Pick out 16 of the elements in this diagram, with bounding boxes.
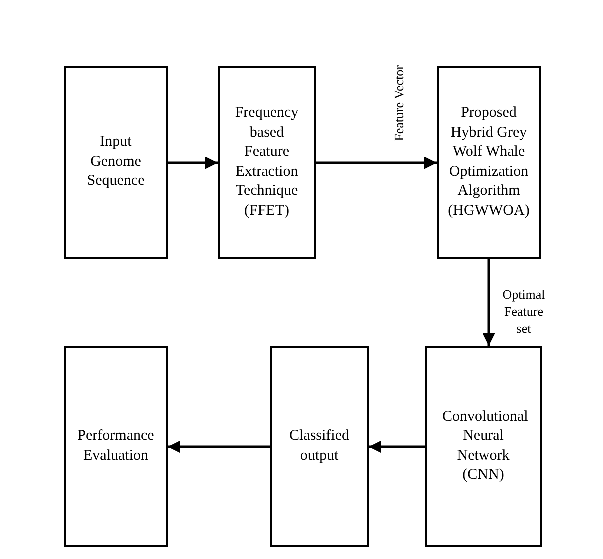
process-box xyxy=(437,66,541,259)
arrow xyxy=(369,440,425,454)
process-box xyxy=(218,66,316,259)
box-label: Frequency based Feature Extraction Technique (FFET) xyxy=(234,104,300,220)
arrow xyxy=(168,440,270,454)
process-box xyxy=(270,346,369,547)
box-label: Performance Evaluation xyxy=(76,427,156,466)
arrow xyxy=(168,156,218,170)
box-label: Classified output xyxy=(288,427,350,466)
box-label: Proposed Hybrid Grey Wolf Whale Optimization Algorithm (HGWWOA) xyxy=(448,104,530,220)
arrow xyxy=(482,259,496,346)
process-box xyxy=(64,346,168,547)
process-box xyxy=(64,66,168,259)
box-label: Input Genome Sequence xyxy=(86,133,146,192)
arrow xyxy=(316,156,437,170)
process-box xyxy=(425,346,542,547)
